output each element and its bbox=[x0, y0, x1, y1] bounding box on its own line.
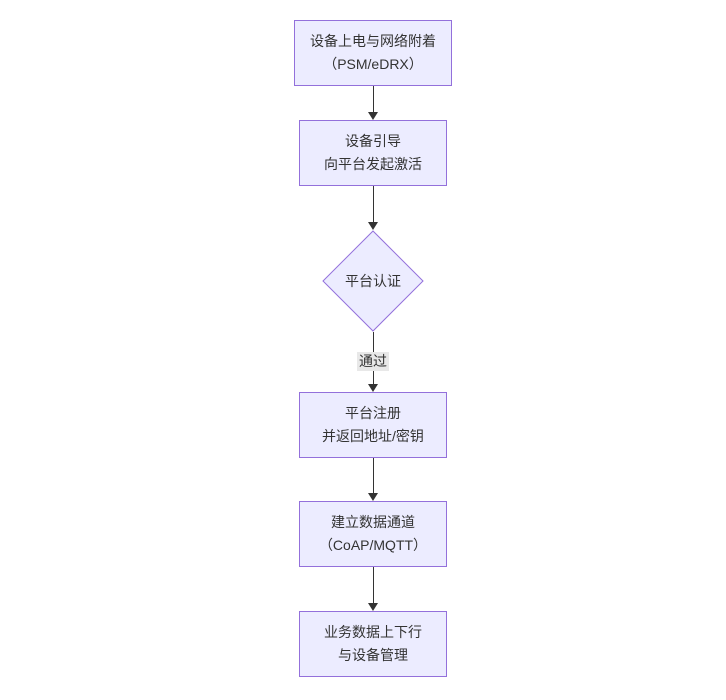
node-platform-register: 平台注册 并返回地址/密钥 bbox=[299, 392, 447, 458]
edge-line bbox=[372, 458, 374, 495]
edge-channel-to-business bbox=[366, 567, 380, 611]
arrowhead-down-icon bbox=[368, 112, 378, 120]
node-text-line: （PSM/eDRX） bbox=[323, 56, 423, 72]
edge-register-to-channel bbox=[366, 458, 380, 501]
node-text-line: 建立数据通道 bbox=[331, 514, 415, 530]
flowchart: 设备上电与网络附着 （PSM/eDRX） 设备引导 向平台发起激活 平台认证 通… bbox=[294, 20, 452, 677]
edge-power-to-bootstrap bbox=[366, 86, 380, 120]
edge-auth-to-register: 通过 bbox=[357, 332, 389, 392]
node-text-line: 平台认证 bbox=[345, 273, 401, 289]
node-platform-auth: 平台认证 bbox=[322, 230, 424, 332]
diamond-shape bbox=[322, 230, 424, 332]
arrowhead-down-icon bbox=[368, 603, 378, 611]
node-text-line: 设备上电与网络附着 bbox=[310, 33, 436, 49]
node-text-line: 设备引导 bbox=[345, 133, 401, 149]
node-business-data: 业务数据上下行 与设备管理 bbox=[299, 611, 447, 677]
node-text-line: 与设备管理 bbox=[338, 647, 408, 663]
node-text-line: 向平台发起激活 bbox=[324, 156, 422, 172]
arrowhead-down-icon bbox=[368, 493, 378, 501]
node-data-channel: 建立数据通道 （CoAP/MQTT） bbox=[299, 501, 447, 567]
edge-line bbox=[372, 186, 374, 224]
node-text-line: （CoAP/MQTT） bbox=[318, 537, 428, 553]
edge-line bbox=[372, 86, 374, 114]
node-text-line: 并返回地址/密钥 bbox=[322, 428, 424, 444]
edge-label-pass: 通过 bbox=[357, 352, 389, 371]
node-text-line: 业务数据上下行 bbox=[324, 624, 422, 640]
edge-line bbox=[372, 567, 374, 605]
node-bootstrap-activate: 设备引导 向平台发起激活 bbox=[299, 120, 447, 186]
node-text-line: 平台注册 bbox=[345, 405, 401, 421]
arrowhead-down-icon bbox=[368, 384, 378, 392]
node-power-attach: 设备上电与网络附着 （PSM/eDRX） bbox=[294, 20, 452, 86]
edge-bootstrap-to-auth bbox=[366, 186, 380, 230]
arrowhead-down-icon bbox=[368, 222, 378, 230]
